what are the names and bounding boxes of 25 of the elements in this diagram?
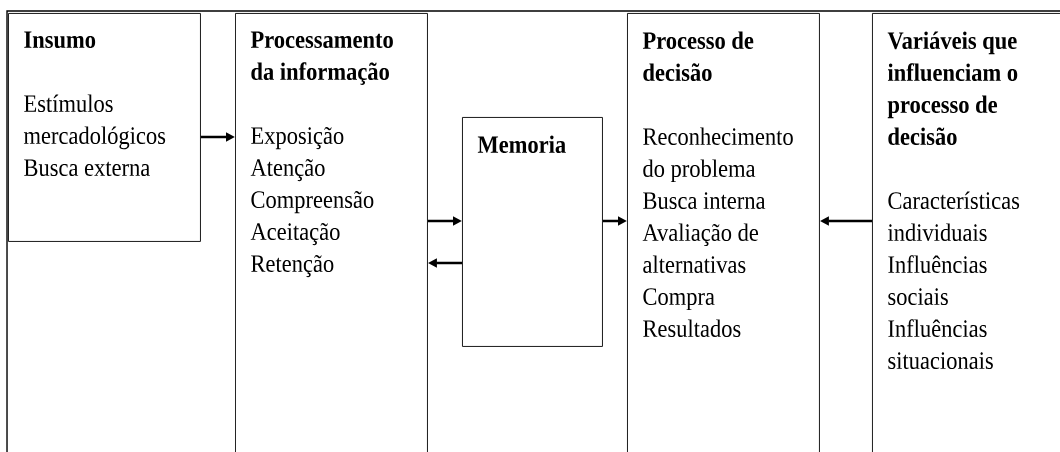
list-item: Compreensão [251,190,374,214]
heading: Processo de decisão [642,31,754,82]
list-item: Exposição [251,126,344,150]
list-item: Atenção [250,158,325,182]
memory-box [8,13,201,242]
memory-box [462,117,603,347]
column-box [235,13,428,452]
list-item: Reconhecimento do problema [643,127,793,183]
list-item: Busca interna [643,192,766,210]
heading: Variáveis que influenciam o processo de decisão [887,31,1018,146]
heading: Insumo [24,31,96,49]
column-box [627,13,820,452]
list-item: Características individuais [887,191,1020,242]
list-item: Resultados [643,319,741,338]
heading: Processamento da informação [250,31,393,85]
list-item: Influências situacionais [888,319,993,370]
list-item: Retenção [251,254,334,278]
list-item: Compra [643,288,715,311]
column-box [872,13,1060,452]
list-item: Influências sociais [888,255,987,306]
list-item: Busca externa [24,159,150,177]
list-item: Avaliação de alternativas [642,223,759,274]
list-item: Estímulos mercadológicos [23,94,166,150]
heading: Memoria [477,135,566,154]
list-item: Aceitação [250,222,340,246]
